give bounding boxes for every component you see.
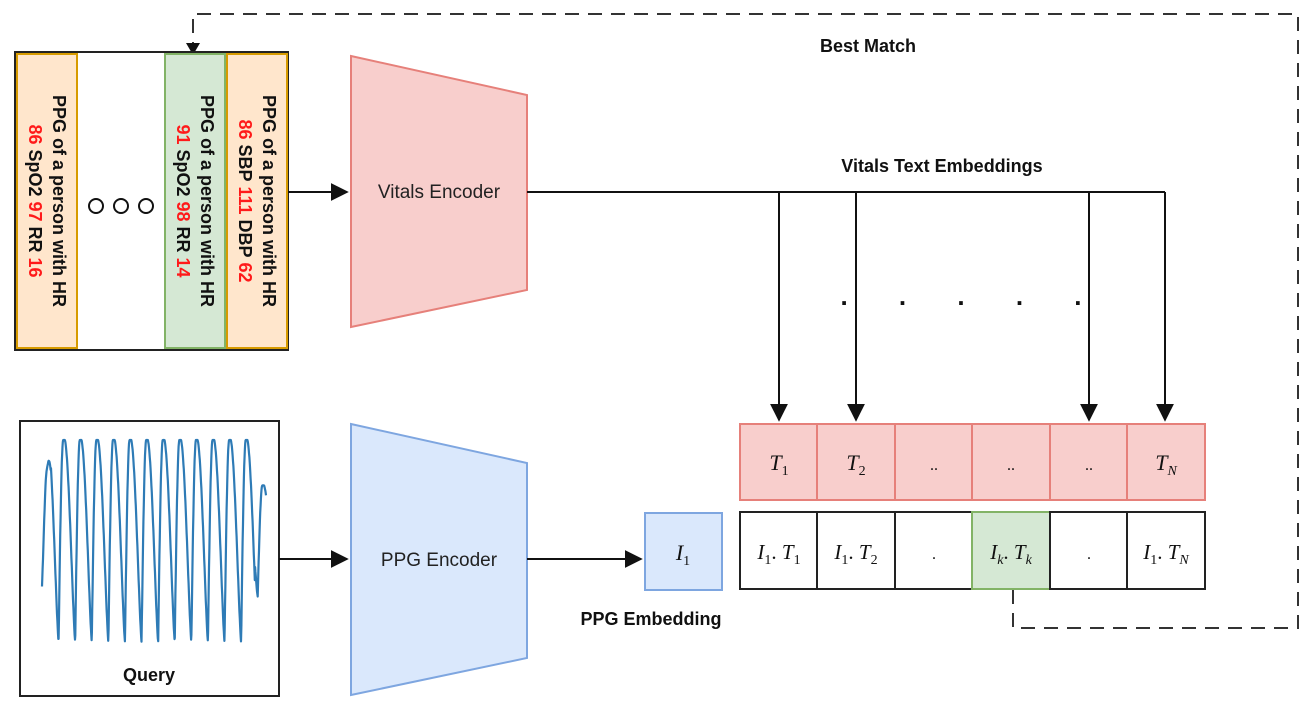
ppg-embedding-cell — [644, 512, 723, 591]
text-embedding-symbol: T1 — [769, 450, 788, 479]
card-3-line2: 86 SBP 111 DBP 62 — [235, 119, 255, 282]
ppg-embedding-symbol: I1 — [675, 540, 690, 569]
more-cards-dot — [88, 198, 104, 214]
vital-name: RR — [173, 222, 193, 258]
query-label: Query — [123, 665, 175, 685]
ellipsis-dots: . . . . . — [840, 281, 1103, 311]
ppg-encoder — [350, 422, 528, 697]
vital-value: 86 — [235, 119, 255, 139]
vital-value: 98 — [173, 201, 193, 221]
similarity-symbol: I1. TN — [1142, 540, 1189, 568]
text-embedding-row: T1 T2...... TN — [739, 423, 1206, 501]
more-cards-dot — [138, 198, 154, 214]
vital-value: 111 — [235, 186, 255, 214]
card-3-text: PPG of a person with HR 86 SBP 111 DBP 6… — [235, 95, 279, 307]
more-cards-dot — [113, 198, 129, 214]
similarity-cell — [1126, 511, 1206, 590]
vitals-encoder-label: Vitals Encoder — [378, 182, 501, 203]
similarity-symbol: . — [932, 546, 936, 563]
vitals-text-embeddings-label: Vitals Text Embeddings — [841, 156, 1042, 176]
similarity-row: I1. T1 I1. T2. Ik. Tk. I1. TN — [739, 511, 1206, 590]
vital-value: 91 — [173, 124, 193, 144]
card-1-text: PPG of a person with HR 86 SpO2 97 RR 16 — [25, 95, 69, 307]
card-3-line1: PPG of a person with HR — [259, 95, 279, 307]
vital-value: 97 — [25, 201, 45, 221]
similarity-symbol: I1. T2 — [833, 540, 877, 568]
text-embedding-cell — [894, 423, 974, 501]
vital-name: DBP — [235, 215, 255, 263]
vital-value: 62 — [235, 263, 255, 283]
ppg-embedding-label: PPG Embedding — [580, 609, 721, 629]
vital-value: 86 — [25, 124, 45, 144]
card-2-line2: 91 SpO2 98 RR 14 — [173, 124, 193, 277]
vital-value: 16 — [25, 258, 45, 278]
vital-name: RR — [25, 222, 45, 258]
text-embedding-cell — [816, 423, 896, 501]
vital-value: 14 — [173, 258, 193, 278]
text-embedding-cell — [1126, 423, 1206, 501]
card-2-line1: PPG of a person with HR — [197, 95, 217, 307]
vital-name: SBP — [235, 139, 255, 186]
ppg-waveform — [40, 438, 268, 643]
vitals-encoder — [350, 54, 528, 329]
ppg-encoder-label: PPG Encoder — [381, 550, 498, 571]
similarity-cell — [894, 511, 974, 590]
card-1 — [16, 53, 78, 349]
best-match-arrowhead — [186, 43, 200, 55]
best-match-label: Best Match — [820, 36, 916, 56]
similarity-symbol: . — [1087, 546, 1091, 563]
similarity-symbol: Ik. Tk — [989, 540, 1032, 568]
vital-name: SpO2 — [173, 144, 193, 201]
text-embedding-cell — [1049, 423, 1129, 501]
text-embedding-symbol: TN — [1155, 450, 1177, 479]
vital-name: SpO2 — [25, 144, 45, 201]
card-1-line2: 86 SpO2 97 RR 16 — [25, 124, 45, 277]
text-embedding-symbol: .. — [1085, 457, 1093, 474]
similarity-cell — [1049, 511, 1129, 590]
similarity-cell — [816, 511, 896, 590]
text-embedding-symbol: .. — [930, 457, 938, 474]
best-match-cell — [971, 511, 1051, 590]
text-embedding-cell — [971, 423, 1051, 501]
card-2-text: PPG of a person with HR 91 SpO2 98 RR 14 — [173, 95, 217, 307]
card-3 — [226, 53, 288, 349]
card-2 — [164, 53, 226, 349]
text-embedding-symbol: .. — [1007, 457, 1015, 474]
text-embedding-cell — [739, 423, 819, 501]
best-match-loop — [192, 13, 1299, 629]
text-embedding-symbol: T2 — [846, 450, 865, 479]
similarity-symbol: I1. T1 — [756, 540, 800, 568]
card-1-line1: PPG of a person with HR — [49, 95, 69, 307]
